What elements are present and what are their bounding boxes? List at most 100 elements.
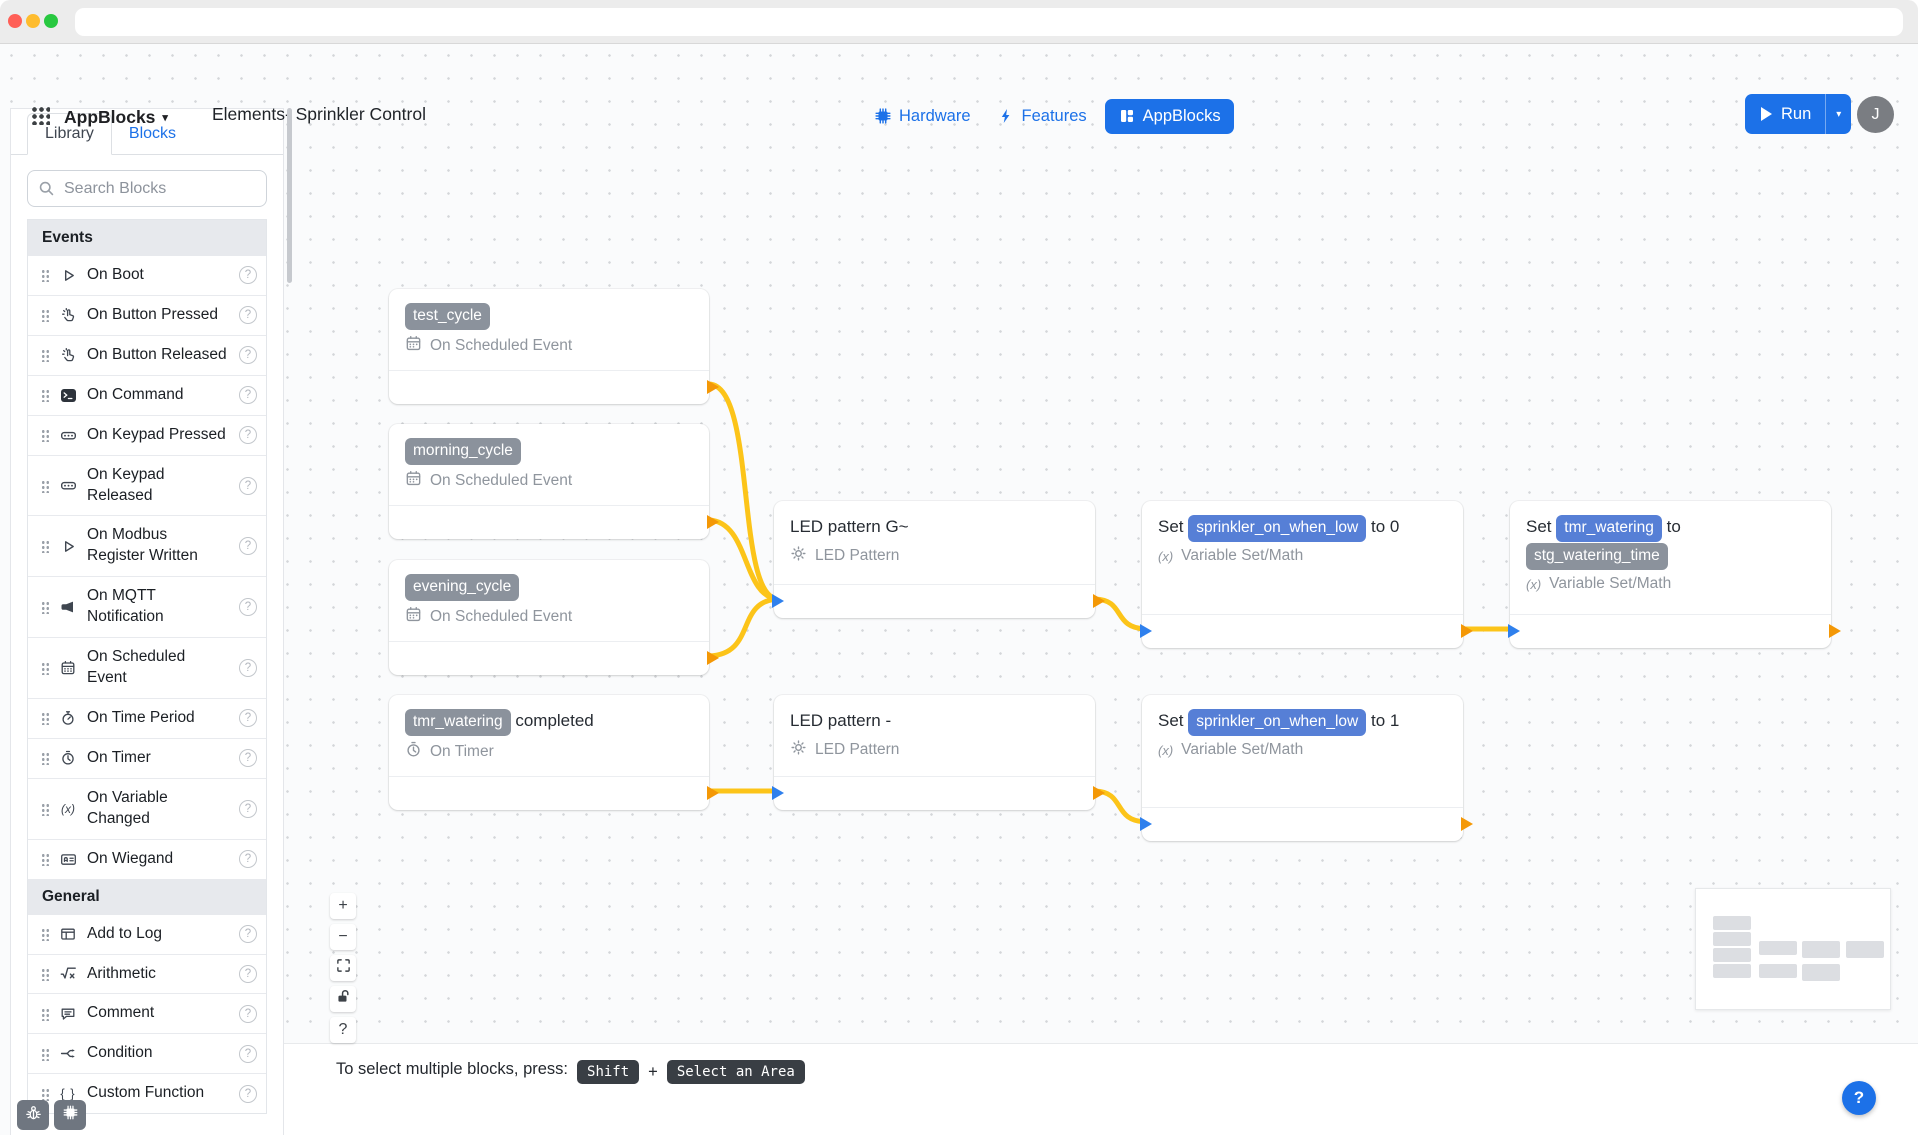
drag-handle-icon[interactable]	[41, 1006, 49, 1021]
zoom-window-button[interactable]	[44, 14, 58, 28]
minimize-window-button[interactable]	[26, 14, 40, 28]
help-icon[interactable]: ?	[239, 386, 257, 405]
help-icon[interactable]: ?	[239, 1084, 257, 1103]
drag-handle-icon[interactable]	[41, 852, 49, 867]
block-set-tmr-watering[interactable]: Set tmr_watering to stg_watering_time (x…	[1508, 501, 1841, 648]
input-port[interactable]	[1508, 624, 1520, 638]
minimap[interactable]	[1695, 888, 1891, 1010]
app-menu[interactable]: AppBlocks ▾	[64, 102, 168, 132]
list-item-on-command[interactable]: On Command ?	[28, 374, 266, 415]
drag-handle-icon[interactable]	[41, 801, 49, 816]
help-icon[interactable]: ?	[239, 426, 257, 445]
help-icon[interactable]: ?	[239, 709, 257, 728]
sidebar-scrollbar[interactable]	[287, 108, 292, 283]
list-item-on-timer[interactable]: On Timer ?	[28, 737, 266, 778]
help-icon[interactable]: ?	[239, 306, 257, 325]
list-item-on-keypad-released[interactable]: On Keypad Released ?	[28, 454, 266, 516]
drag-handle-icon[interactable]	[41, 348, 49, 363]
list-item-add-to-log[interactable]: Add to Log ?	[28, 914, 266, 954]
output-port[interactable]	[707, 786, 719, 800]
output-port[interactable]	[1461, 817, 1473, 831]
input-port[interactable]	[772, 594, 784, 608]
close-window-button[interactable]	[8, 14, 22, 28]
block-morning-cycle[interactable]: morning_cycle On Scheduled Event	[389, 424, 719, 539]
drag-handle-icon[interactable]	[41, 308, 49, 323]
drag-handle-icon[interactable]	[41, 751, 49, 766]
drag-handle-icon[interactable]	[41, 539, 49, 554]
help-icon[interactable]: ?	[239, 598, 257, 617]
drag-handle-icon[interactable]	[41, 478, 49, 493]
list-item-comment[interactable]: Comment ?	[28, 993, 266, 1034]
drag-handle-icon[interactable]	[41, 661, 49, 676]
block-set-sprinkler-low-1[interactable]: Set sprinkler_on_when_low to 1 (x) Varia…	[1140, 695, 1473, 841]
avatar[interactable]: J	[1857, 96, 1894, 133]
tab-appblocks[interactable]: AppBlocks	[1104, 98, 1234, 134]
output-port[interactable]	[1461, 624, 1473, 638]
help-button[interactable]: ?	[1842, 1081, 1876, 1115]
block-led-pattern-g[interactable]: LED pattern G~ LED Pattern	[772, 501, 1105, 618]
help-icon[interactable]: ?	[239, 659, 257, 678]
help-icon[interactable]: ?	[239, 476, 257, 495]
list-item-on-boot[interactable]: On Boot ?	[28, 256, 266, 295]
app-launcher-grid-icon[interactable]	[30, 105, 50, 125]
help-icon[interactable]: ?	[239, 1004, 257, 1023]
help-icon[interactable]: ?	[239, 1044, 257, 1063]
output-port[interactable]	[1829, 624, 1841, 638]
list-item-condition[interactable]: Condition ?	[28, 1033, 266, 1074]
lock-toggle-button[interactable]	[330, 986, 356, 1012]
help-icon[interactable]: ?	[239, 964, 257, 983]
help-icon[interactable]: ?	[239, 346, 257, 365]
input-port[interactable]	[1140, 817, 1152, 831]
list-item-on-wiegand[interactable]: On Wiegand ?	[28, 838, 266, 879]
block-timer-completed[interactable]: tmr_watering completed On Timer	[389, 695, 719, 810]
url-bar[interactable]	[75, 8, 1903, 36]
drag-handle-icon[interactable]	[41, 1046, 49, 1061]
search-input[interactable]	[27, 170, 267, 207]
output-port[interactable]	[707, 380, 719, 394]
help-icon[interactable]: ?	[239, 266, 257, 285]
list-item-on-time-period[interactable]: On Time Period ?	[28, 697, 266, 738]
list-item-on-button-pressed[interactable]: On Button Pressed ?	[28, 294, 266, 335]
drag-handle-icon[interactable]	[41, 428, 49, 443]
tab-hardware[interactable]: Hardware	[866, 100, 979, 133]
list-item-on-keypad-pressed[interactable]: On Keypad Pressed ?	[28, 414, 266, 455]
run-options-button[interactable]: ▾	[1836, 108, 1842, 120]
block-evening-cycle[interactable]: evening_cycle On Scheduled Event	[389, 560, 719, 675]
drag-handle-icon[interactable]	[41, 927, 49, 942]
list-item-on-button-released[interactable]: On Button Released ?	[28, 334, 266, 375]
block-test-cycle[interactable]: test_cycle On Scheduled Event	[389, 289, 719, 404]
list-item-arithmetic[interactable]: Arithmetic ?	[28, 953, 266, 994]
drag-handle-icon[interactable]	[41, 711, 49, 726]
list-item-on-variable-changed[interactable]: (x) On Variable Changed ?	[28, 777, 266, 839]
help-icon[interactable]: ?	[239, 537, 257, 556]
drag-handle-icon[interactable]	[41, 388, 49, 403]
zoom-out-button[interactable]: −	[330, 924, 356, 950]
output-port[interactable]	[1093, 786, 1105, 800]
drag-handle-icon[interactable]	[41, 600, 49, 615]
input-port[interactable]	[772, 786, 784, 800]
help-icon[interactable]: ?	[239, 799, 257, 818]
help-icon[interactable]: ?	[239, 925, 257, 944]
canvas-help-button[interactable]: ?	[330, 1017, 356, 1043]
block-set-sprinkler-low-0[interactable]: Set sprinkler_on_when_low to 0 (x) Varia…	[1140, 501, 1473, 648]
drag-handle-icon[interactable]	[41, 966, 49, 981]
help-icon[interactable]: ?	[239, 749, 257, 768]
help-icon[interactable]: ?	[239, 850, 257, 869]
drag-handle-icon[interactable]	[41, 1086, 49, 1101]
output-port[interactable]	[707, 515, 719, 529]
list-item-on-mqtt-notification[interactable]: On MQTT Notification ?	[28, 576, 266, 638]
run-button[interactable]: Run	[1745, 105, 1825, 124]
output-port[interactable]	[1093, 594, 1105, 608]
debug-button[interactable]	[17, 1100, 49, 1130]
output-port[interactable]	[707, 651, 719, 665]
tab-blocks[interactable]: Blocks	[128, 125, 177, 142]
drag-handle-icon[interactable]	[41, 268, 49, 283]
block-led-pattern-dash[interactable]: LED pattern - LED Pattern	[772, 695, 1105, 810]
hardware-monitor-button[interactable]	[54, 1100, 86, 1130]
fit-view-button[interactable]	[330, 955, 356, 981]
input-port[interactable]	[1140, 624, 1152, 638]
list-item-on-modbus-register-written[interactable]: On Modbus Register Written ?	[28, 515, 266, 577]
zoom-in-button[interactable]: +	[330, 893, 356, 919]
tab-features[interactable]: Features	[989, 100, 1095, 133]
tab-library[interactable]: Library	[27, 113, 112, 155]
